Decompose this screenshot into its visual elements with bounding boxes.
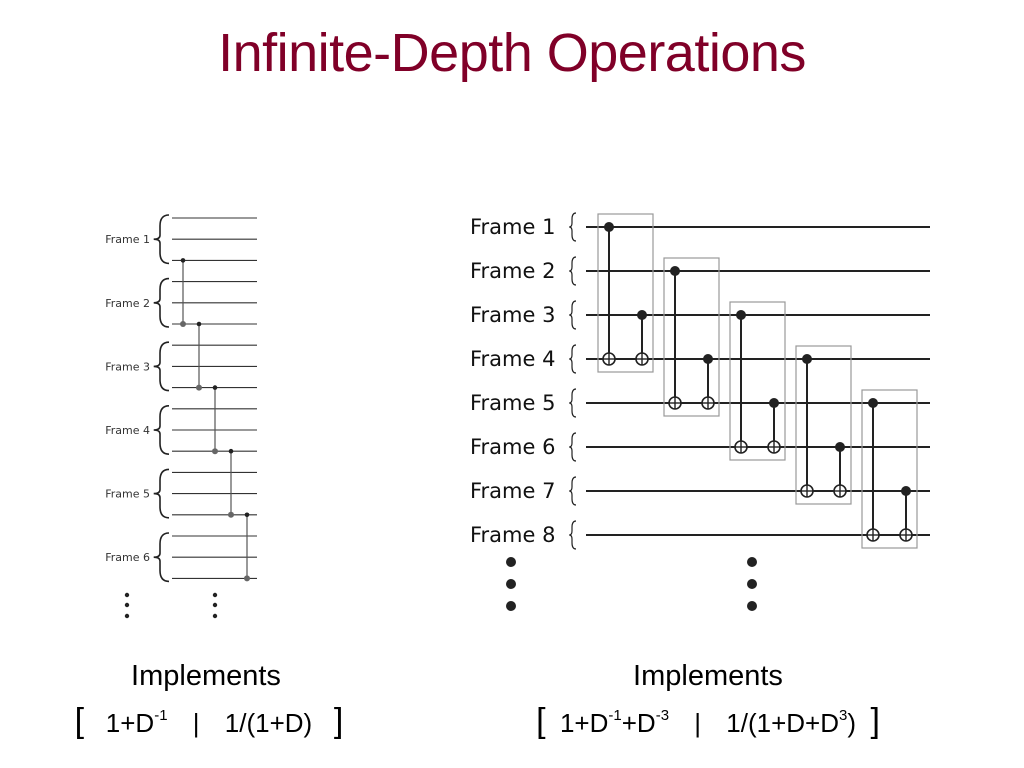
right-formula-b2: ) xyxy=(847,708,857,738)
left-ellipsis-labels-dot-1 xyxy=(124,602,130,608)
left-caption: Implements xyxy=(96,660,316,693)
left-brace-frame-4 xyxy=(153,405,170,455)
right-box-4-gate-b-control xyxy=(835,442,845,452)
right-ellipsis-labels-dot-0 xyxy=(506,557,516,567)
left-gate-5-target xyxy=(244,575,250,582)
right-label-frame-7: Frame 7 xyxy=(470,479,555,503)
left-brace-frame-3 xyxy=(153,341,170,392)
right-formula-separator: | xyxy=(694,708,702,738)
right-box-5-gate-a-control xyxy=(868,398,878,408)
right-gate-box-2 xyxy=(663,257,720,417)
right-box-4-gate-a-control xyxy=(802,354,812,364)
right-brace-frame-6 xyxy=(569,432,577,462)
left-label-frame-3: Frame 3 xyxy=(105,360,150,373)
right-label-frame-1: Frame 1 xyxy=(470,215,555,239)
right-brace-frame-4 xyxy=(569,344,577,374)
right-box-2-gate-b-control xyxy=(703,354,713,364)
right-label-frame-3: Frame 3 xyxy=(470,303,555,327)
left-formula: [ 1+D-1 | 1/(1+D) ] xyxy=(34,702,384,741)
left-gate-2-target xyxy=(196,384,202,391)
right-formula: [ 1+D-1+D-3 | 1/(1+D+D3) ] xyxy=(478,702,938,741)
right-close-bracket: ] xyxy=(870,702,880,740)
left-ellipsis-gates-dot-2 xyxy=(212,613,218,619)
left-ellipsis-labels-dot-2 xyxy=(124,613,130,619)
right-label-frame-6: Frame 6 xyxy=(470,435,555,459)
right-brace-frame-8 xyxy=(569,520,577,550)
right-box-1-gate-a-control xyxy=(604,222,614,232)
right-ellipsis-labels-dot-1 xyxy=(506,579,516,589)
right-box-3-gate-a-control xyxy=(736,310,746,320)
left-gate-2-control xyxy=(196,321,202,327)
right-formula-a1-exp: -1 xyxy=(608,707,622,724)
right-box-1-gate-b-control xyxy=(637,310,647,320)
left-formula-a-exp: -1 xyxy=(154,707,168,724)
right-formula-b1: 1/(1+D+D xyxy=(726,708,840,738)
right-box-2-gate-a-control xyxy=(670,266,680,276)
right-brace-frame-5 xyxy=(569,388,577,418)
right-formula-b1-exp: 3 xyxy=(839,707,848,724)
right-brace-frame-1 xyxy=(569,212,577,242)
left-gate-5-control xyxy=(244,512,250,518)
left-gate-4-target xyxy=(228,511,234,518)
right-label-frame-2: Frame 2 xyxy=(470,259,555,283)
left-formula-separator: | xyxy=(192,708,200,738)
left-gate-3-target xyxy=(212,448,218,455)
right-box-3-gate-b-control xyxy=(769,398,779,408)
left-brace-frame-5 xyxy=(153,468,170,519)
right-brace-frame-3 xyxy=(569,300,577,330)
right-implements-label: Implements xyxy=(633,660,783,692)
left-gate-4-control xyxy=(228,448,234,454)
right-caption: Implements xyxy=(598,660,818,693)
left-formula-a: 1+D xyxy=(105,708,155,738)
left-gate-1-control xyxy=(180,258,186,263)
left-gate-3-control xyxy=(212,385,218,390)
right-brace-frame-7 xyxy=(569,476,577,506)
left-ellipsis-labels-dot-0 xyxy=(124,592,130,598)
right-ellipsis-labels-dot-2 xyxy=(506,601,516,611)
left-formula-b: 1/(1+D) xyxy=(224,708,313,738)
left-gate-1-target xyxy=(180,321,186,327)
right-label-frame-5: Frame 5 xyxy=(470,391,555,415)
left-open-bracket: [ xyxy=(74,702,85,740)
left-label-frame-1: Frame 1 xyxy=(105,233,150,246)
left-brace-frame-2 xyxy=(153,277,170,328)
right-box-5-gate-b-control xyxy=(901,486,911,496)
right-ellipsis-gates-dot-2 xyxy=(747,601,757,611)
right-formula-a2-exp: -3 xyxy=(655,707,670,724)
slide-title: Infinite-Depth Operations xyxy=(218,23,806,83)
right-formula-a2: +D xyxy=(621,708,656,738)
left-brace-frame-1 xyxy=(153,214,170,265)
left-label-frame-6: Frame 6 xyxy=(105,551,150,564)
right-gate-box-1 xyxy=(597,213,654,373)
left-label-frame-4: Frame 4 xyxy=(105,424,150,437)
left-implements-label: Implements xyxy=(131,660,281,692)
right-label-frame-4: Frame 4 xyxy=(470,347,555,371)
right-formula-a1: 1+D xyxy=(559,708,609,738)
right-brace-frame-2 xyxy=(569,256,577,286)
right-ellipsis-gates-dot-1 xyxy=(747,579,757,589)
left-close-bracket: ] xyxy=(333,702,344,740)
right-gate-box-4 xyxy=(795,345,852,505)
right-gate-box-5 xyxy=(861,389,918,549)
left-brace-frame-6 xyxy=(153,532,170,583)
left-ellipsis-gates-dot-1 xyxy=(212,602,218,608)
left-label-frame-5: Frame 5 xyxy=(105,488,150,501)
right-label-frame-8: Frame 8 xyxy=(470,523,555,547)
left-label-frame-2: Frame 2 xyxy=(105,297,150,310)
right-gate-box-3 xyxy=(729,301,786,461)
right-ellipsis-gates-dot-0 xyxy=(747,557,757,567)
right-open-bracket: [ xyxy=(536,702,546,740)
left-ellipsis-gates-dot-0 xyxy=(212,592,218,598)
